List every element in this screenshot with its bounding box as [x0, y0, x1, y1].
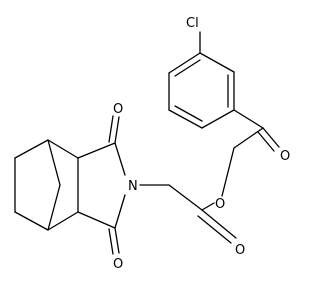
bond: [233, 109, 264, 129]
ketone-oxygen-label: O: [280, 149, 290, 164]
bond: [108, 115, 114, 143]
bond: [221, 147, 235, 197]
bond: [77, 142, 116, 159]
bond: [114, 116, 120, 144]
bond: [201, 209, 237, 239]
bond: [199, 52, 235, 73]
bond: [168, 184, 203, 211]
bond: [77, 211, 116, 229]
ester-ether-oxygen-label: O: [215, 197, 225, 212]
bond: [47, 139, 79, 159]
atom-labels: Cl O O O O O N: [113, 16, 290, 272]
imide-oxygen-bottom-label: O: [113, 257, 123, 272]
ester-carbonyl-oxygen-label: O: [235, 243, 245, 258]
bond: [201, 109, 235, 129]
bond: [262, 127, 280, 148]
bond: [233, 127, 264, 149]
bond: [174, 105, 203, 122]
bond: [47, 184, 61, 231]
bond: [257, 131, 275, 152]
imide-oxygen-top-label: O: [113, 102, 123, 117]
bond: [14, 139, 49, 159]
bond: [108, 228, 114, 255]
bond: [114, 142, 126, 176]
bond: [201, 202, 215, 211]
bond: [168, 52, 201, 74]
bond: [47, 211, 79, 231]
bond: [174, 59, 201, 77]
bond-lines: [14, 31, 280, 255]
bond: [47, 139, 61, 186]
bond: [14, 211, 49, 231]
bond: [168, 109, 203, 129]
imide-nitrogen-label: N: [128, 179, 138, 194]
molecule-structure-diagram: Cl O O O O O N: [14, 16, 290, 272]
bond: [114, 194, 126, 229]
bond: [114, 227, 120, 254]
bond: [197, 215, 232, 244]
chlorine-label: Cl: [186, 16, 199, 31]
